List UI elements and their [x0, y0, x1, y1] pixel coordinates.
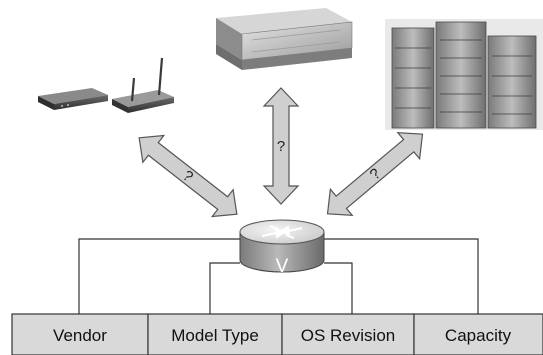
connector-os-revision	[324, 262, 353, 314]
small-router-1	[38, 88, 108, 110]
router-icon: V	[239, 219, 325, 277]
attribute-box-vendor	[11, 313, 149, 355]
chassis-switch-rack-photo	[385, 19, 543, 130]
connector-capacity	[324, 238, 479, 314]
attribute-label-os-revision: OS Revision	[301, 326, 395, 345]
attribute-box-capacity	[413, 313, 543, 355]
small-office-routers-photo	[38, 57, 174, 113]
attribute-box-model-type	[147, 313, 283, 355]
connector-lines	[78, 238, 479, 314]
attribute-label-capacity: Capacity	[445, 326, 512, 345]
arrow-center-label: ?	[277, 138, 285, 155]
small-router-2	[112, 57, 174, 113]
router-label: V	[276, 256, 289, 277]
arrow-center	[262, 87, 300, 205]
connector-vendor	[78, 238, 240, 314]
arrow-right	[326, 132, 424, 216]
attribute-row	[11, 313, 543, 355]
connector-model-type	[209, 262, 240, 314]
attribute-label-model-type: Model Type	[171, 326, 259, 345]
attribute-label-vendor: Vendor	[53, 326, 107, 345]
attribute-box-os-revision	[281, 313, 415, 355]
mid-range-router-photo	[216, 8, 353, 70]
arrow-left	[138, 134, 238, 218]
router-arrows-symbol	[261, 225, 303, 239]
